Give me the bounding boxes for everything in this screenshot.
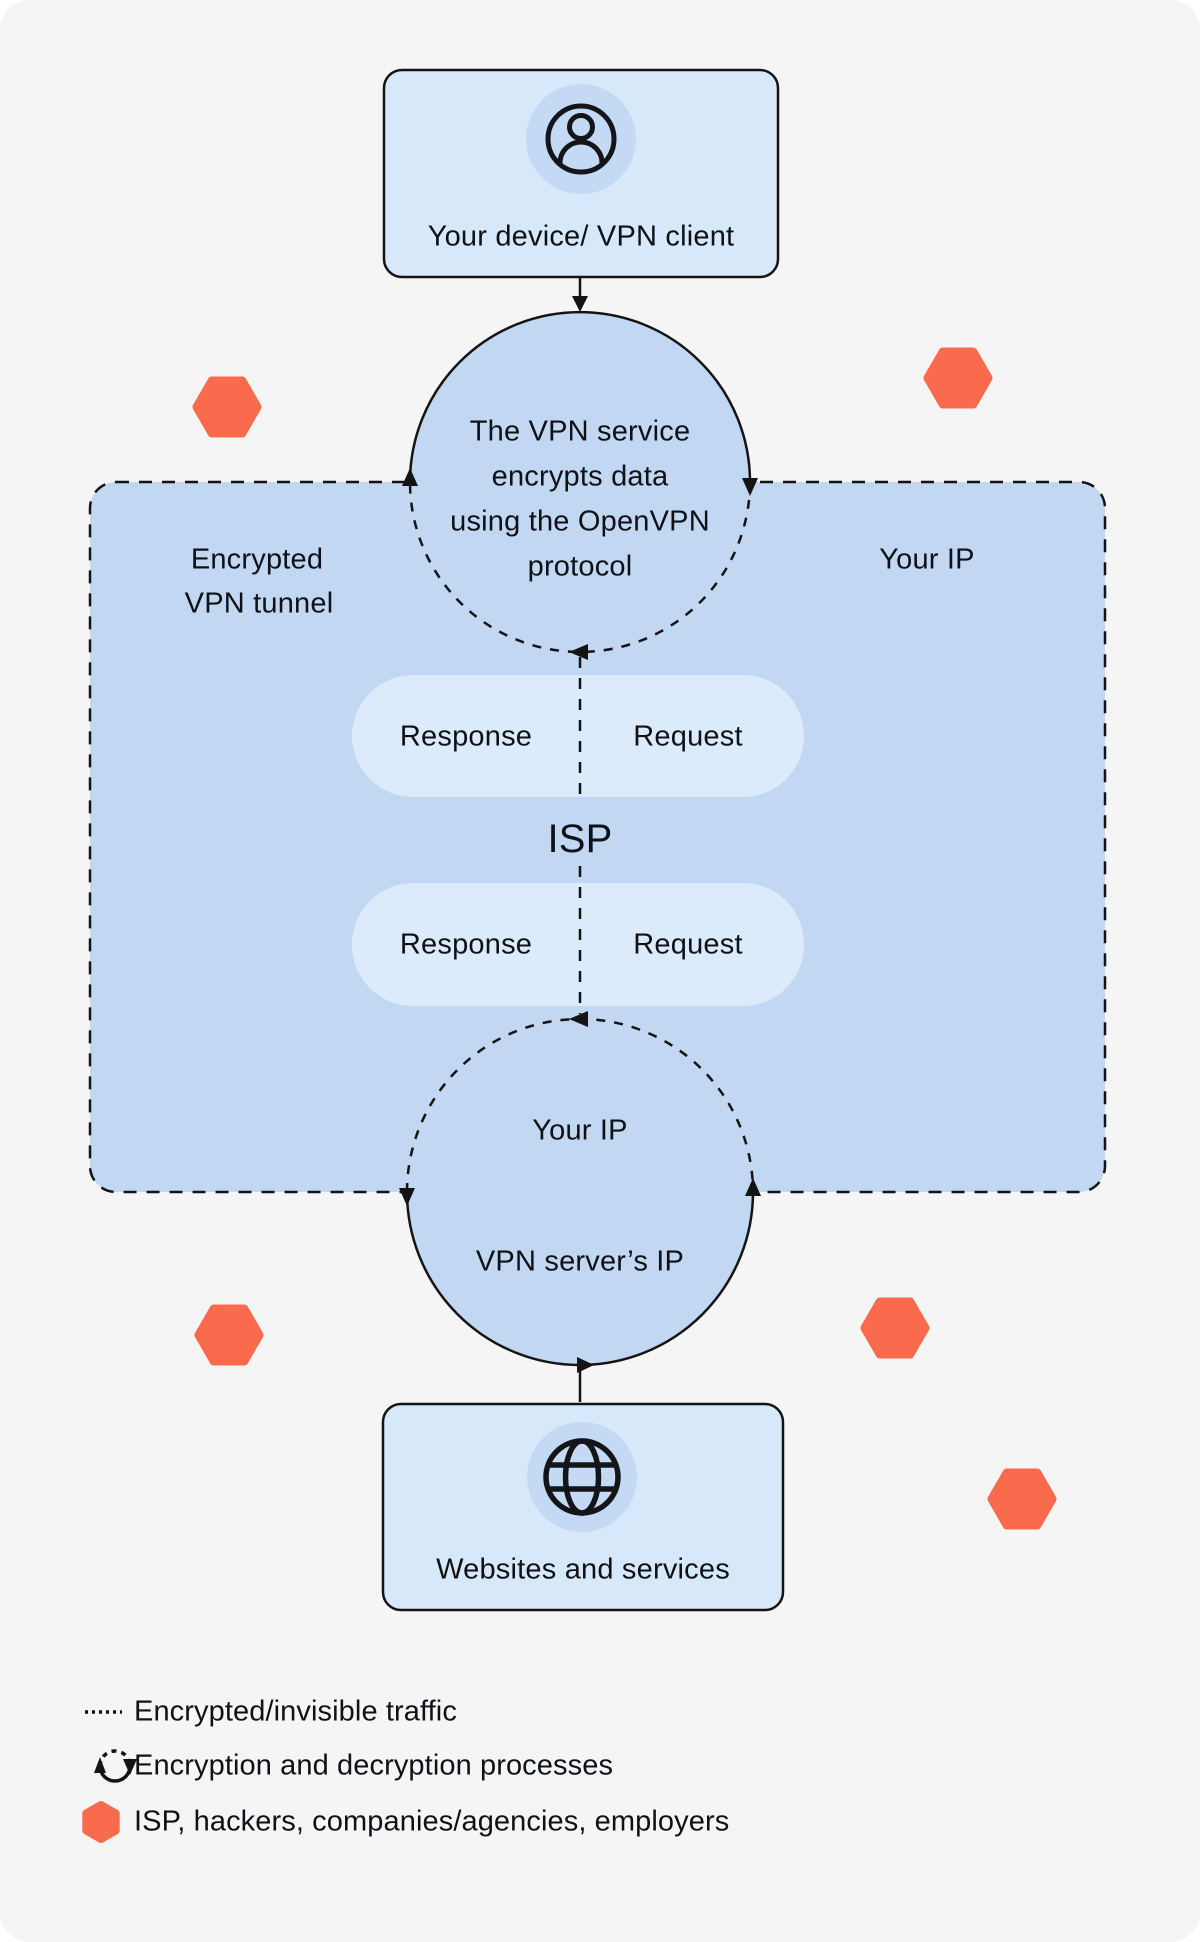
websites-node-label: Websites and services (436, 1553, 730, 1586)
user-icon (545, 103, 617, 175)
encryption-node-line-4: protocol (527, 550, 633, 583)
encryption-node-line-1: The VPN service (469, 415, 691, 448)
arrow-exit-circle-bottom (577, 1357, 594, 1373)
arrow-up-left-tunnel-edge (402, 468, 418, 486)
globe-icon (543, 1438, 621, 1516)
lower-pill-request-label: Request (633, 928, 743, 961)
hexagon-icon (82, 1801, 120, 1843)
tunnel-label-line-1: Encrypted (190, 543, 324, 576)
isp-label: ISP (547, 817, 613, 861)
exit-node-your-ip-label: Your IP (532, 1114, 628, 1147)
hexagon-icon (194, 1304, 264, 1366)
encryption-node-line-2: encrypts data (491, 460, 669, 493)
websites-icon-badge (527, 1422, 637, 1532)
encryption-node-line-3: using the OpenVPN (450, 505, 710, 538)
upper-pill-request-label: Request (633, 720, 743, 753)
arrow-down-left-tunnel-bottom (399, 1188, 415, 1206)
arrow-down-right-tunnel-edge (742, 478, 758, 496)
hexagon-icon (192, 376, 262, 438)
arrow-into-encryption-circle (572, 296, 588, 312)
upper-traffic-pill (352, 675, 804, 797)
threat-hexagons (192, 347, 1057, 1530)
cycle-icon (94, 1749, 137, 1783)
exit-circle-fill (407, 1019, 753, 1365)
device-node-label: Your device/ VPN client (427, 220, 735, 253)
exit-node-server-ip-label: VPN server’s IP (475, 1245, 685, 1278)
upper-pill-response-label: Response (399, 720, 533, 753)
legend-item-encrypted-traffic: Encrypted/invisible traffic (134, 1695, 457, 1728)
tunnel-your-ip-label: Your IP (879, 543, 975, 576)
tunnel-label-line-2: VPN tunnel (184, 587, 334, 620)
encryption-circle-dashed-arc (408, 481, 752, 654)
arrow-exit-circle-top (569, 1011, 588, 1027)
lower-pill-response-label: Response (399, 928, 533, 961)
hexagon-icon (923, 347, 993, 409)
vpn-tunnel-box (88, 480, 1107, 1194)
encryption-circle-fill (410, 312, 750, 652)
hexagon-icon (987, 1468, 1057, 1530)
lower-traffic-pill (352, 883, 804, 1006)
arrow-encryption-circle-bottom (569, 644, 588, 660)
legend-item-threats: ISP, hackers, companies/agencies, employ… (134, 1805, 730, 1838)
hexagon-icon (860, 1297, 930, 1359)
arrow-up-right-tunnel-bottom (745, 1178, 761, 1196)
legend-item-encryption-processes: Encryption and decryption processes (134, 1749, 614, 1782)
